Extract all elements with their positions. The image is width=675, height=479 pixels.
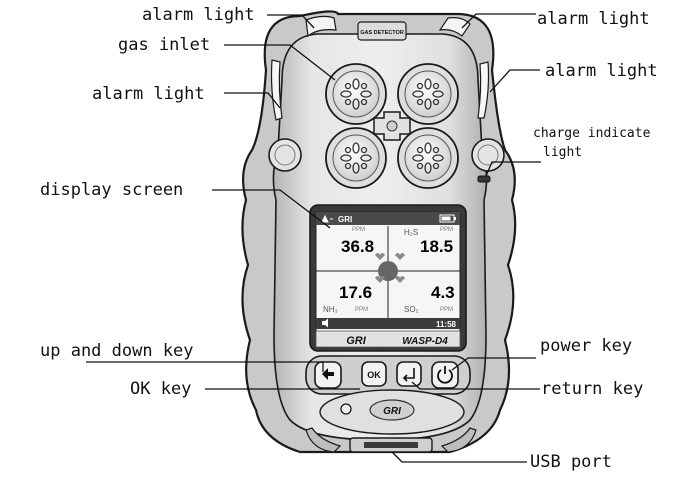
return-arrow-icon — [402, 368, 415, 382]
label-display-screen: display screen — [40, 180, 184, 200]
charge-indicator-light — [477, 175, 491, 183]
label-usb-port: USB port — [530, 452, 612, 472]
alarm-light-left — [270, 59, 283, 121]
label-alarm-light-top-left: alarm light — [142, 5, 255, 25]
bottom-foot-left — [305, 427, 342, 453]
reading-4-unit: PPM — [440, 307, 454, 313]
screen-status-brand: GRI — [338, 215, 352, 224]
side-knob-right — [471, 138, 505, 172]
brand-logo: GRI — [346, 335, 367, 347]
label-alarm-light-right: alarm light — [545, 61, 658, 81]
brand-strip — [315, 330, 461, 348]
label-return-key: return key — [541, 379, 644, 399]
top-badge-plate — [357, 21, 407, 41]
lower-logo-oval — [369, 399, 415, 421]
screw-hole — [340, 403, 352, 415]
gas-inlet-top-left — [325, 63, 387, 125]
heart-icon — [375, 253, 405, 283]
gas-inlet-bottom-right — [397, 127, 459, 189]
reading-4-value: 4.3 — [431, 283, 455, 302]
power-icon — [437, 366, 453, 384]
leader-lines — [86, 13, 541, 463]
label-charge-indicate: charge indicate — [533, 126, 651, 141]
label-power-key: power key — [540, 336, 633, 356]
model-name: WASP-D4 — [402, 336, 448, 347]
ok-key[interactable]: OK — [361, 361, 387, 387]
screen-time: 11:58 — [436, 320, 457, 329]
power-key[interactable] — [431, 361, 459, 389]
bottom-foot-right — [440, 427, 477, 453]
alarm-light-top-right — [438, 17, 471, 37]
reading-1-value: 36.8 — [341, 237, 375, 256]
reading-4-gas: SO₂ — [404, 305, 419, 314]
speaker-icon — [322, 318, 328, 328]
screen-center-indicator — [378, 261, 398, 281]
reading-2-value: 18.5 — [420, 237, 454, 256]
up-down-key[interactable] — [314, 361, 342, 389]
reading-3-value: 17.6 — [339, 283, 373, 302]
signal-icon — [321, 214, 333, 223]
return-key[interactable] — [396, 361, 422, 387]
ok-key-label: OK — [367, 370, 381, 380]
top-badge-text: GAS DETECTOR — [360, 30, 404, 36]
reading-1-unit: PPM — [352, 227, 366, 233]
reading-2-gas: H₂S — [404, 228, 419, 237]
label-up-down-key: up and down key — [40, 341, 194, 361]
screen-bottom-bar — [316, 318, 460, 329]
gas-inlet-bottom-left — [325, 127, 387, 189]
reading-3-unit: PPM — [355, 307, 369, 313]
side-knob-left — [268, 138, 302, 172]
label-alarm-light-top-right: alarm light — [537, 9, 650, 29]
label-gas-inlet: gas inlet — [118, 35, 211, 55]
label-ok-key: OK key — [130, 379, 192, 399]
lower-logo-text: GRI — [383, 406, 401, 417]
reading-3-gas: NH₃ — [323, 305, 338, 314]
alarm-light-top-left — [305, 15, 337, 38]
up-down-arrow-icon — [322, 368, 334, 380]
reading-2-unit: PPM — [440, 227, 454, 233]
alarm-light-right — [477, 61, 490, 119]
label-charge-light: light — [543, 145, 583, 160]
screen-status-bar — [316, 212, 460, 225]
label-alarm-light-left: alarm light — [92, 84, 205, 104]
gas-inlet-top-right — [397, 63, 459, 125]
